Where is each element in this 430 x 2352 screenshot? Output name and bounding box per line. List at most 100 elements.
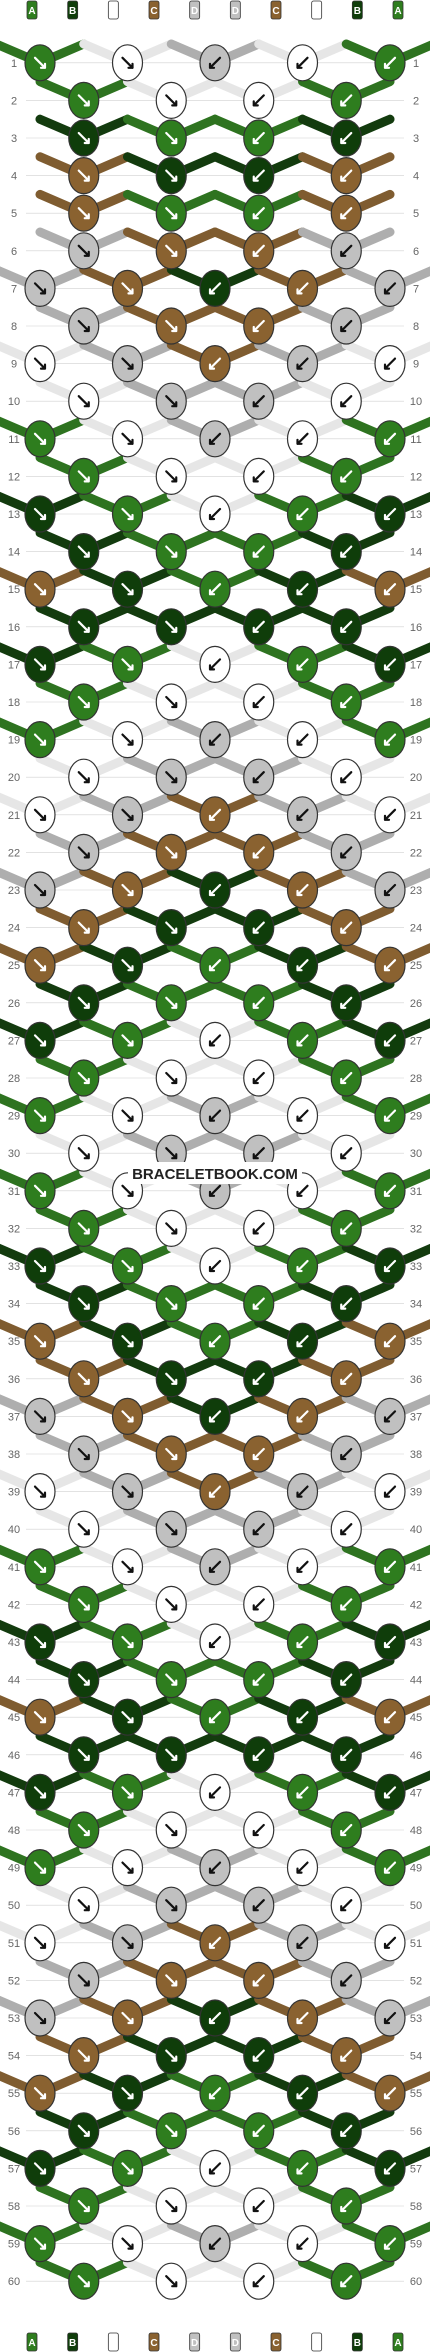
knot — [374, 1247, 406, 1285]
knot — [374, 1623, 406, 1661]
string-letter: D — [191, 2338, 198, 2349]
string-label: B — [67, 2332, 79, 2352]
knot-arrow-icon — [33, 2237, 47, 2250]
knot-arrow-icon — [296, 1786, 309, 1799]
row-number-right: 59 — [410, 2239, 422, 2251]
knot-arrow-icon — [208, 1485, 222, 1498]
knot-arrow-icon — [340, 1372, 353, 1385]
string-label: B — [351, 0, 363, 20]
knot — [155, 1886, 187, 1924]
knot-arrow-icon — [340, 1222, 353, 1235]
knot-arrow-icon — [340, 1147, 353, 1160]
knot-arrow-icon — [208, 1410, 222, 1423]
knot — [374, 44, 406, 82]
row-number-right: 31 — [410, 1186, 422, 1198]
knot-arrow-icon — [340, 131, 353, 145]
row-number-right: 44 — [410, 1675, 422, 1687]
knot-arrow-icon — [33, 808, 47, 821]
knot — [155, 1585, 187, 1624]
knot — [24, 1322, 56, 1360]
knot — [330, 984, 362, 1022]
knot-arrow-icon — [121, 1635, 134, 1649]
knot-arrow-icon — [296, 507, 309, 521]
knot — [286, 1548, 319, 1586]
knot — [155, 1284, 187, 1323]
knot-arrow-icon — [33, 282, 47, 295]
knot — [68, 382, 100, 420]
knot — [68, 984, 100, 1022]
knot — [68, 1811, 100, 1849]
knot — [286, 1397, 319, 1436]
knot — [24, 1472, 56, 1511]
row-number-left: 58 — [8, 2201, 20, 2213]
knot-arrow-icon — [77, 695, 90, 709]
row-number-left: 55 — [8, 2088, 20, 2100]
knot — [111, 871, 144, 909]
string-letter: D — [232, 2338, 239, 2349]
knot-arrow-icon — [33, 432, 47, 445]
knot — [155, 307, 187, 345]
knot — [155, 1209, 187, 1248]
row-number-right: 57 — [410, 2163, 422, 2175]
knot-arrow-icon — [33, 1109, 47, 1122]
knot-arrow-icon — [208, 959, 222, 972]
knot-arrow-icon — [77, 1071, 90, 1085]
string-letter: D — [232, 6, 239, 17]
row-number-right: 39 — [410, 1487, 422, 1499]
knot — [243, 1660, 275, 1699]
knot — [374, 1548, 406, 1586]
knot-arrow-icon — [383, 1410, 397, 1423]
row-number-left: 33 — [8, 1261, 20, 1273]
knot — [330, 532, 362, 571]
knot — [330, 81, 362, 120]
knot — [199, 2225, 231, 2263]
knot-arrow-icon — [208, 2087, 222, 2100]
knot — [243, 232, 275, 270]
knot — [111, 1623, 144, 1661]
knot-arrow-icon — [296, 658, 309, 671]
knot-arrow-icon — [340, 470, 353, 483]
knot-arrow-icon — [383, 432, 397, 445]
knot-arrow-icon — [77, 1899, 90, 1912]
knot — [243, 2187, 275, 2225]
knot — [68, 1360, 100, 1398]
knot — [24, 1548, 56, 1586]
knot — [199, 1698, 231, 1736]
knot — [199, 1472, 231, 1511]
knot — [330, 1736, 362, 1774]
knot-arrow-icon — [33, 1861, 47, 1874]
string-swatch — [26, 0, 38, 20]
knot — [155, 232, 187, 270]
knot — [68, 194, 100, 232]
knot-arrow-icon — [208, 1034, 222, 1047]
knot-arrow-icon — [165, 1899, 178, 1912]
knot — [199, 420, 231, 458]
knot-arrow-icon — [252, 1974, 265, 1987]
knot — [243, 457, 275, 495]
knot — [111, 2149, 144, 2187]
row-number-left: 11 — [8, 434, 19, 446]
knot-arrow-icon — [121, 733, 134, 746]
row-number-left: 6 — [11, 246, 17, 258]
watermark: BRACELETBOOK.COM — [128, 1162, 302, 1184]
knot — [155, 119, 187, 157]
row-number-left: 5 — [11, 208, 17, 220]
row-number-right: 5 — [413, 208, 419, 220]
string-swatch — [189, 2332, 201, 2352]
knot-arrow-icon — [77, 1673, 90, 1686]
knot — [374, 1021, 406, 1060]
knot-arrow-icon — [208, 1184, 222, 1197]
row-number-left: 27 — [8, 1035, 20, 1047]
row-number-right: 25 — [410, 960, 422, 972]
knot — [243, 1059, 275, 1097]
row-number-left: 15 — [8, 584, 20, 596]
knot — [199, 796, 231, 834]
knot-arrow-icon — [383, 1786, 397, 1799]
knot-arrow-icon — [252, 2049, 265, 2062]
knot-arrow-icon — [77, 1598, 90, 1611]
string-label: E — [107, 0, 119, 20]
row-number-right: 1 — [413, 58, 419, 70]
knot-arrow-icon — [121, 1936, 134, 1949]
knot-arrow-icon — [77, 1297, 90, 1310]
